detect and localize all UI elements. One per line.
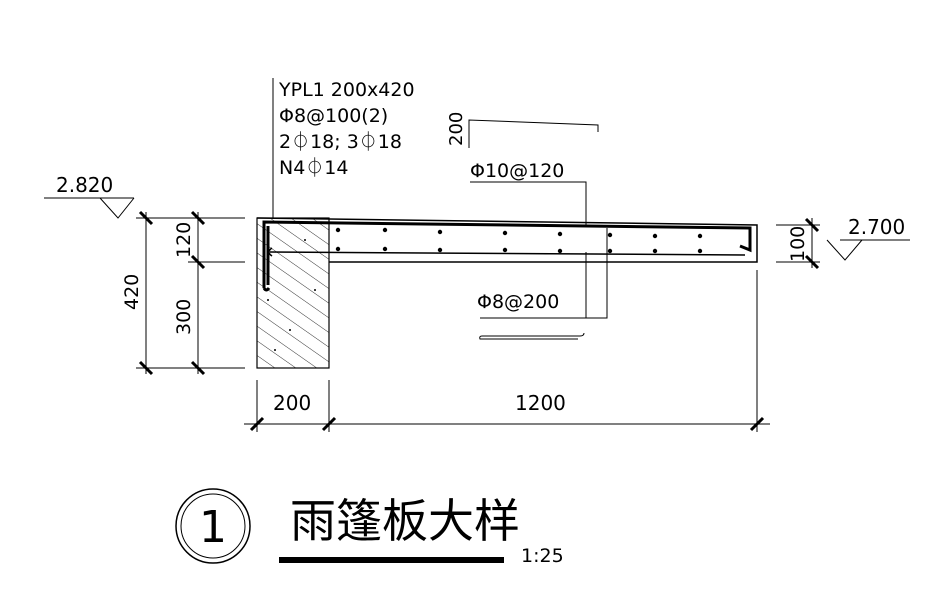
- dim-lower: 300: [173, 299, 195, 335]
- right-elevation-label: 2.700: [848, 215, 905, 239]
- left-elevation-mark: 2.820: [44, 173, 135, 219]
- left-dimensions: 420 120 300: [121, 210, 245, 376]
- title-underline: [279, 557, 504, 563]
- dim-beam-width: 200: [273, 391, 311, 415]
- dim-slab-edge: 100: [787, 226, 809, 262]
- detail-scale: 1:25: [521, 545, 564, 567]
- dim-total-height: 420: [121, 274, 143, 310]
- top-rebar-label: Φ10@120: [470, 160, 564, 182]
- beam-label-line3: 2⏀18; 3⏀18: [279, 130, 402, 153]
- detail-title: 1 雨篷板大样 1:25: [175, 488, 564, 567]
- dim-upper: 120: [173, 222, 195, 258]
- left-elevation-label: 2.820: [56, 173, 113, 197]
- slab-top-rebar: [262, 220, 752, 292]
- beam-label: YPL1 200x420 Φ8@100(2) 2⏀18; 3⏀18 N4⏀14: [278, 79, 415, 179]
- right-elevation-mark: 2.700: [826, 215, 910, 261]
- dim-slab-length: 1200: [515, 391, 566, 415]
- slab-outline: [256, 217, 758, 368]
- detail-number-circle: [175, 488, 251, 564]
- distribution-bars: [335, 227, 703, 254]
- top-rebar-callout: Φ10@120 200: [446, 112, 599, 226]
- beam-label-line4: N4⏀14: [279, 156, 348, 179]
- detail-title-text: 雨篷板大样: [290, 494, 520, 548]
- right-dimension: 100: [776, 217, 820, 270]
- bottom-rebar-callout: Φ8@200: [477, 228, 608, 340]
- hook-length-label: 200: [446, 112, 467, 146]
- detail-number: 1: [199, 502, 227, 553]
- bottom-dimensions: 200 1200: [244, 270, 770, 432]
- beam-label-line2: Φ8@100(2): [279, 105, 388, 127]
- beam-label-line1: YPL1 200x420: [278, 79, 415, 101]
- bottom-rebar-label: Φ8@200: [477, 291, 559, 313]
